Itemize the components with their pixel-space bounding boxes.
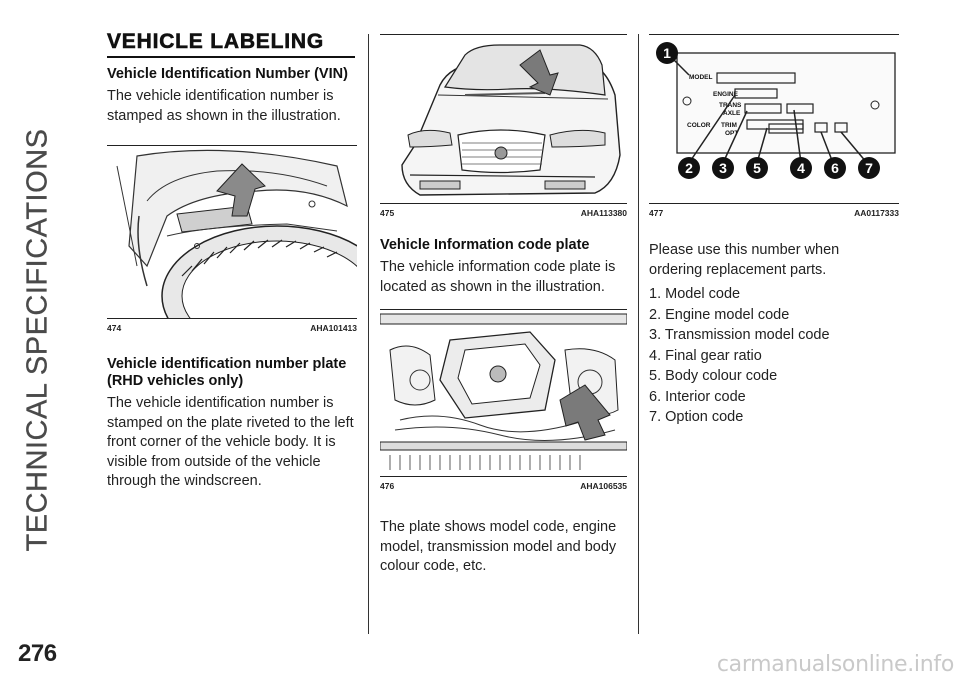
vin-paragraph: The vehicle identification number is sta… (107, 88, 341, 124)
svg-text:4: 4 (797, 160, 805, 176)
svg-text:1: 1 (663, 45, 671, 61)
plate-label-opt: OPT (725, 130, 738, 137)
figure-number: 474 (107, 323, 122, 333)
figure-477: MODEL ENGINE TRANS AXLE COLOR TRIM OPT (649, 34, 899, 204)
section-side-title: TECHNICAL SPECIFICATIONS (21, 128, 54, 552)
callout-7 (858, 157, 880, 179)
vin-heading: Vehicle Identification Number (VIN) (107, 66, 348, 82)
column-divider (638, 34, 639, 634)
callout-3 (712, 157, 734, 179)
svg-text:5: 5 (753, 160, 761, 176)
svg-text:6: 6 (831, 160, 839, 176)
figure-476 (380, 309, 627, 477)
column-2: 475 AHA113380 Vehicle Information code p… (380, 34, 627, 577)
engine-bay-illustration (380, 310, 627, 476)
svg-text:7: 7 (865, 160, 873, 176)
plate-label-trans: TRANS (719, 102, 742, 109)
figure-code: AHA113380 (580, 208, 627, 218)
callout-5 (746, 157, 768, 179)
list-item: 7. Option code (649, 409, 744, 425)
figure-475 (380, 34, 627, 204)
svg-text:3: 3 (719, 160, 727, 176)
list-item: 5. Body colour code (649, 368, 778, 384)
info-plate-paragraph: The vehicle information code plate is lo… (380, 259, 616, 295)
ordering-intro: Please use this number when ordering rep… (649, 242, 840, 278)
info-plate-diagram: MODEL ENGINE TRANS AXLE COLOR TRIM OPT (649, 35, 899, 203)
column-3: MODEL ENGINE TRANS AXLE COLOR TRIM OPT (649, 34, 899, 428)
code-list: 1. Model code 2. Engine model code 3. Tr… (649, 284, 899, 428)
callout-2 (678, 157, 700, 179)
plate-paragraph: The vehicle identification number is sta… (107, 395, 354, 489)
section-title: VEHICLE LABELING (107, 30, 355, 58)
callout-markers (656, 42, 880, 179)
plate-heading: Vehicle identification number plate (RHD… (107, 356, 347, 389)
column-divider (368, 34, 369, 634)
figure-476-caption: 476 AHA106535 (380, 477, 627, 494)
watermark: carmanualsonline.info (716, 652, 954, 677)
plate-outline (676, 52, 896, 154)
figure-number: 476 (380, 481, 395, 491)
plate-label-trim: TRIM (721, 122, 737, 129)
vehicle-front-illustration (380, 35, 627, 203)
page-number: 276 (18, 640, 57, 667)
plate-label-color: COLOR (687, 122, 711, 129)
column-1: VEHICLE LABELING Vehicle Identification … (107, 30, 357, 492)
plate-label-engine: ENGINE (713, 91, 739, 98)
figure-475-caption: 475 AHA113380 (380, 204, 627, 221)
callout-1 (656, 42, 678, 64)
figure-code: AHA101413 (310, 323, 357, 333)
callout-4 (790, 157, 812, 179)
figure-number: 477 (649, 208, 664, 218)
vin-location-illustration (107, 146, 357, 318)
plate-label-model: MODEL (689, 74, 713, 81)
figure-code: AA0117333 (854, 208, 899, 218)
info-plate-heading: Vehicle Information code plate (380, 237, 590, 253)
plate-label-axle: AXLE (723, 110, 741, 117)
plate-contents-paragraph: The plate shows model code, engine model… (380, 519, 617, 574)
list-item: 4. Final gear ratio (649, 347, 762, 364)
list-item: 3. Transmission model code (649, 327, 830, 343)
figure-number: 475 (380, 208, 395, 218)
figure-474 (107, 145, 357, 319)
figure-code: AHA106535 (580, 481, 627, 491)
list-item: 1. Model code (649, 286, 741, 302)
list-item: 2. Engine model code (649, 306, 790, 323)
figure-477-caption: 477 AA0117333 (649, 204, 899, 221)
list-item: 6. Interior code (649, 388, 746, 405)
svg-text:2: 2 (685, 160, 693, 176)
callout-6 (824, 157, 846, 179)
figure-474-caption: 474 AHA101413 (107, 319, 357, 336)
